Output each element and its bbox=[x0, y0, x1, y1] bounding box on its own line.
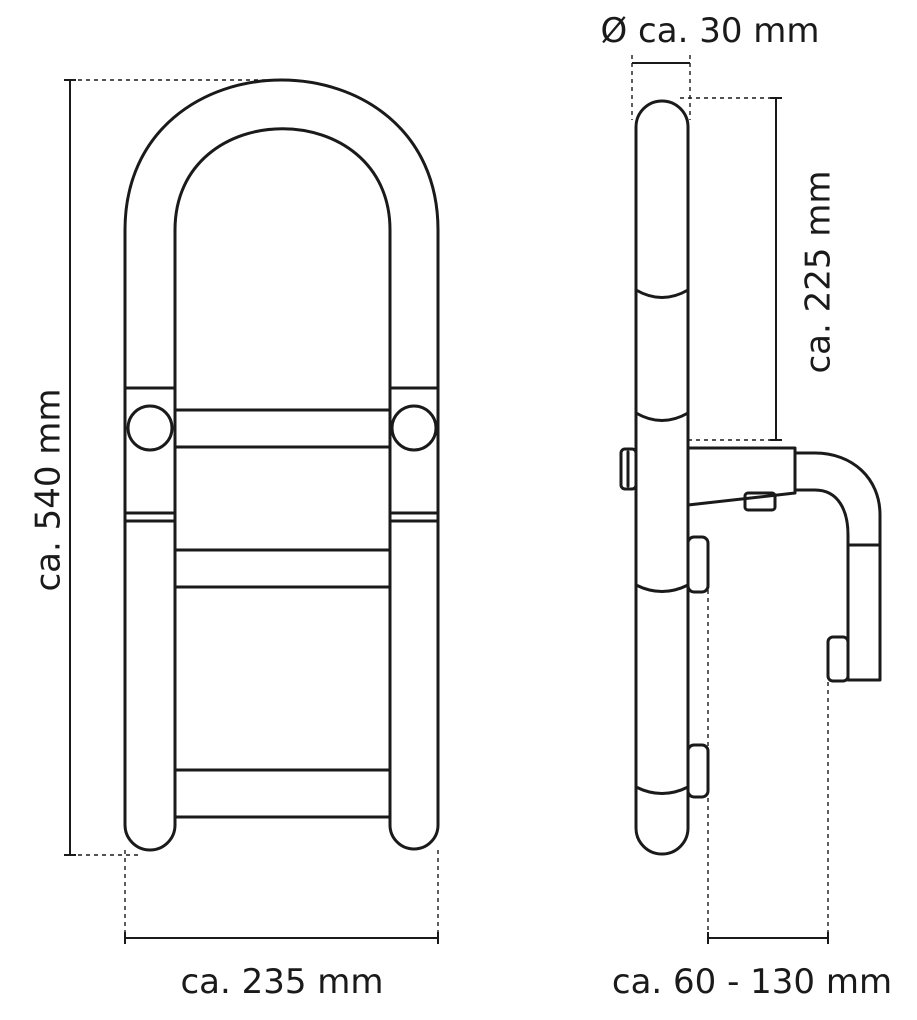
height-upper-label: ca. 225 mm bbox=[799, 170, 839, 373]
front-crossbar-middle bbox=[173, 548, 392, 589]
front-left-bolt-icon bbox=[126, 404, 174, 452]
side-pad-upper bbox=[686, 535, 710, 594]
width-label: ca. 235 mm bbox=[180, 962, 383, 1002]
front-right-bolt-icon bbox=[390, 404, 438, 452]
side-tube-grip-end bbox=[634, 288, 690, 299]
clamp-range-label: ca. 60 - 130 mm bbox=[612, 962, 892, 1002]
side-hook bbox=[793, 451, 882, 682]
diameter-label: Ø ca. 30 mm bbox=[600, 11, 819, 51]
side-main-tube bbox=[634, 99, 690, 856]
side-hook-pad bbox=[826, 635, 850, 683]
side-tube-seam-lower bbox=[634, 583, 690, 593]
side-tube-grip-start bbox=[634, 411, 690, 422]
side-clamp-arm bbox=[686, 446, 797, 507]
front-crossbar-bottom bbox=[173, 768, 392, 819]
height-total-label: ca. 540 mm bbox=[29, 388, 69, 591]
front-view: ca. 540 mm ca. 235 mm bbox=[29, 78, 440, 1002]
side-pad-lower bbox=[686, 743, 710, 799]
side-clamp-screw bbox=[743, 491, 777, 512]
side-view: Ø ca. 30 mm ca. 225 mm ca. 60 - 130 mm bbox=[600, 11, 892, 1002]
front-crossbar-top bbox=[173, 408, 392, 449]
side-rear-knob bbox=[619, 447, 638, 491]
side-tube-seam-bottom bbox=[634, 785, 690, 795]
front-outer-outline bbox=[123, 78, 440, 852]
